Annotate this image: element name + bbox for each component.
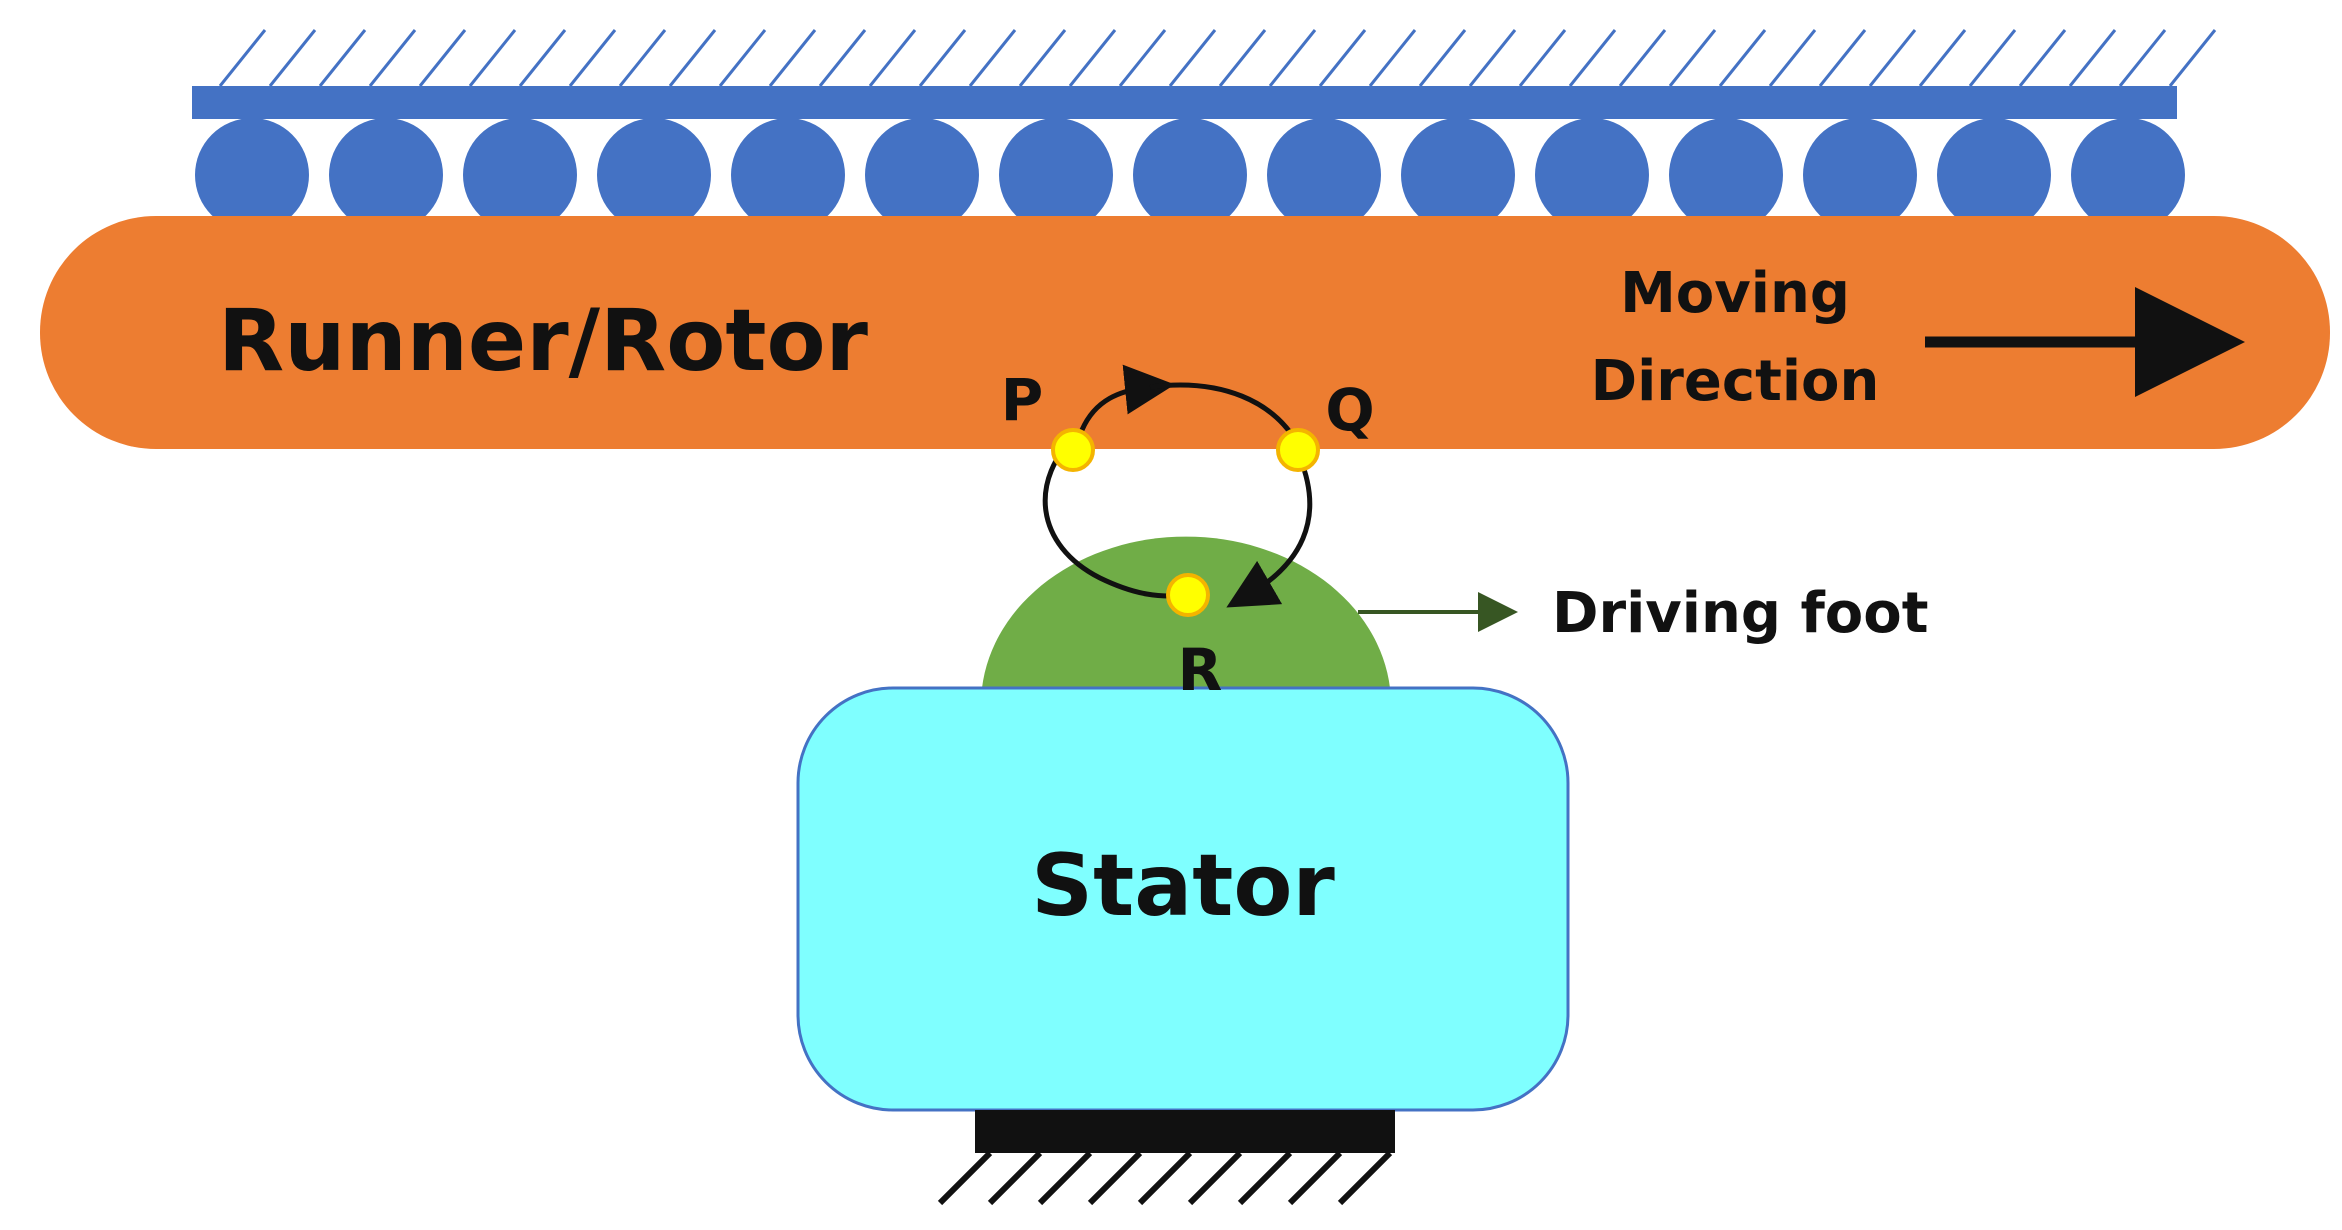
- hatch-line: [2018, 29, 2067, 87]
- bearing-ball: [1267, 118, 1381, 232]
- hatch-line: [268, 29, 317, 87]
- hatch-line: [1818, 29, 1867, 87]
- bearing-ball: [1133, 118, 1247, 232]
- moving-direction-label-line1: Moving: [1620, 261, 1850, 326]
- bottom-ground-plate: [975, 1110, 1395, 1153]
- hatch-line: [1368, 29, 1417, 87]
- hatch-line: [1518, 29, 1567, 87]
- point-q-label: Q: [1325, 376, 1374, 444]
- hatch-line: [1668, 29, 1717, 87]
- hatch-line: [618, 29, 667, 87]
- bearing-ball: [1401, 118, 1515, 232]
- hatch-line: [1237, 1150, 1293, 1206]
- hatch-line: [818, 29, 867, 87]
- hatch-line: [518, 29, 567, 87]
- point-r-label: R: [1178, 636, 1223, 704]
- hatch-line: [1768, 29, 1817, 87]
- hatch-line: [2068, 29, 2117, 87]
- hatch-line: [918, 29, 967, 87]
- hatch-line: [1218, 29, 1267, 87]
- runner-label: Runner/Rotor: [218, 291, 869, 391]
- top-guide-rail: [192, 86, 2177, 119]
- hatch-line: [668, 29, 717, 87]
- hatch-line: [1618, 29, 1667, 87]
- hatch-line: [718, 29, 767, 87]
- bearing-ball: [2071, 118, 2185, 232]
- point-p-marker: [1051, 428, 1095, 472]
- hatch-line: [1918, 29, 1967, 87]
- hatch-line: [1037, 1150, 1093, 1206]
- ellipse-orbit-arrow-upper: [1079, 364, 1175, 432]
- hatch-line: [468, 29, 517, 87]
- hatch-line: [1087, 1150, 1143, 1206]
- hatch-line: [987, 1150, 1043, 1206]
- hatch-line: [1468, 29, 1517, 87]
- hatch-line: [1268, 29, 1317, 87]
- hatch-line: [1068, 29, 1117, 87]
- top-ground-hatching: [218, 29, 2217, 87]
- runner-rotor-body: [40, 216, 2330, 449]
- stator-label: Stator: [1031, 836, 1335, 936]
- bearing-ball: [463, 118, 577, 232]
- hatch-line: [868, 29, 917, 87]
- bearing-balls: [195, 118, 2185, 232]
- hatch-line: [2168, 29, 2217, 87]
- hatch-line: [1868, 29, 1917, 87]
- bearing-ball: [865, 118, 979, 232]
- hatch-line: [318, 29, 367, 87]
- hatch-line: [1337, 1150, 1393, 1206]
- hatch-line: [968, 29, 1017, 87]
- bearing-ball: [1937, 118, 2051, 232]
- bottom-ground-hatching: [937, 1150, 1393, 1206]
- bearing-ball: [195, 118, 309, 232]
- bearing-ball: [1803, 118, 1917, 232]
- bearing-ball: [731, 118, 845, 232]
- hatch-line: [1137, 1150, 1193, 1206]
- bearing-ball: [597, 118, 711, 232]
- hatch-line: [937, 1150, 993, 1206]
- bearing-ball: [329, 118, 443, 232]
- hatch-line: [1318, 29, 1367, 87]
- hatch-line: [2118, 29, 2167, 87]
- hatch-line: [1168, 29, 1217, 87]
- bearing-ball: [999, 118, 1113, 232]
- driving-foot-label: Driving foot: [1552, 581, 1929, 646]
- hatch-line: [1187, 1150, 1243, 1206]
- hatch-line: [1568, 29, 1617, 87]
- bearing-ball: [1535, 118, 1649, 232]
- point-p-label: P: [1001, 366, 1044, 434]
- hatch-line: [368, 29, 417, 87]
- point-q-marker: [1276, 428, 1320, 472]
- point-r-marker: [1166, 573, 1210, 617]
- hatch-line: [768, 29, 817, 87]
- hatch-line: [1118, 29, 1167, 87]
- moving-direction-label-line2: Direction: [1591, 349, 1880, 414]
- hatch-line: [568, 29, 617, 87]
- ellipse-orbit-icon: [1042, 431, 1189, 599]
- hatch-line: [1018, 29, 1067, 87]
- hatch-line: [218, 29, 267, 87]
- hatch-line: [1718, 29, 1767, 87]
- hatch-line: [418, 29, 467, 87]
- hatch-line: [1287, 1150, 1343, 1206]
- bearing-ball: [1669, 118, 1783, 232]
- hatch-line: [1418, 29, 1467, 87]
- ellipse-orbit-arrow-lower: [1226, 457, 1313, 608]
- hatch-line: [1968, 29, 2017, 87]
